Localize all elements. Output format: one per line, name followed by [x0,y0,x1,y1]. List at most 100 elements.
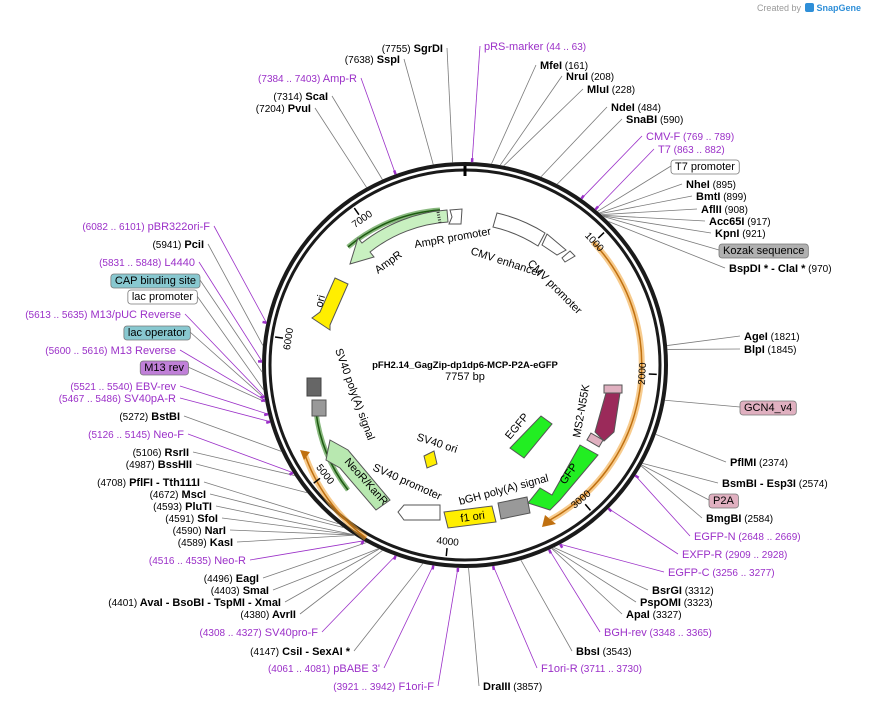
label-kozak: Kozak sequence [723,245,804,257]
ms2-small-box [604,385,622,393]
leader-line-aflii [601,209,697,215]
tick-mark-3000 [585,504,590,510]
label-mlui: MluI (228) [587,84,635,96]
leader-line-mlui [504,89,583,166]
credit-brand: SnapGene [816,3,861,13]
label-pflmi-name: PflMI [730,457,756,469]
label-aflii-name: AflII [701,204,722,216]
label-rsrii: (5106) RsrII [133,447,189,459]
label-prs-marker-post: (44 .. 63) [543,42,586,53]
label-p2a: P2A [713,495,734,507]
label-lac-operator-name: lac operator [128,327,186,339]
label-bbsi-name: BbsI [576,646,600,658]
leader-line-snabi [557,119,622,184]
label-draiii: DraIII (3857) [483,681,542,693]
leader-line-sgrdi [447,48,453,162]
label-pflfi-name: PflFI - Tth111I [126,477,200,489]
primer-mark-egfp-n [635,476,638,478]
label-pluti-name: PluTI [182,501,212,513]
label-t7-promoter-name: T7 promoter [675,161,735,173]
label-bsrgi-name: BsrGI [652,585,682,597]
label-m13rev: M13 rev [144,362,184,374]
label-cap: CAP binding site [115,275,196,287]
label-m13-reverse-name: M13 Reverse [108,345,176,357]
label-neo-r-pre: (4516 .. 4535) [149,556,211,567]
ampr-promoter-arrow [449,209,462,224]
leader-line-lac-operator [190,332,265,399]
label-pluti-pre: (4593) [153,502,182,513]
label-ebv-rev-pre: (5521 .. 5540) [70,382,132,393]
label-kasi-pre: (4589) [178,538,207,549]
label-pvui-name: PvuI [285,103,311,115]
primer-mark-t7 [595,206,598,209]
leader-line-apai [552,549,622,614]
label-blpi: BlpI (1845) [744,344,796,356]
label-agei: AgeI (1821) [744,331,800,343]
label-scai-name: ScaI [302,91,328,103]
label-nrui-name: NruI [566,71,588,83]
label-rsrii-pre: (5106) [133,448,162,459]
primer-mark-cmv-f [581,195,583,198]
primer-mark-sv40pro-f [394,556,395,560]
leader-line-pcii [208,244,263,346]
label-pbabe3-name: pBABE 3' [330,663,380,675]
label-bspdi-post: (970) [805,264,831,275]
label-cap-name: CAP binding site [115,275,196,287]
leader-line-f1ori-r [493,566,537,668]
label-avai-name: AvaI - BsoBI - TspMI - XmaI [137,597,281,609]
label-gcn4-name: GCN4_v4 [744,402,792,414]
leader-line-kasi [237,535,354,542]
label-f1ori-r-name: F1ori-R [541,663,578,675]
label-t7-promoter: T7 promoter [675,161,735,173]
label-eagi: (4496) EagI [204,573,259,585]
label-ebv-rev: (5521 .. 5540) EBV-rev [70,381,176,393]
kozak-arrow [562,251,575,262]
primer-mark-sv40pa-r [266,422,270,423]
label-nrui-post: (208) [588,72,614,83]
label-avai: (4401) AvaI - BsoBI - TspMI - XmaI [108,597,281,609]
leader-line-gcn4 [665,400,740,407]
label-exfp-r-post: (2909 .. 2928) [722,550,787,561]
label-bmti: BmtI (899) [696,191,747,203]
label-kasi: (4589) KasI [178,537,233,549]
label-bmgbi-name: BmgBI [706,513,741,525]
primer-mark-f1ori-r [493,566,494,570]
label-neo-f: (5126 .. 5145) Neo-F [88,429,184,441]
label-pvui: (7204) PvuI [256,103,311,115]
label-csii-name: CsiI - SexAI * [279,646,351,658]
label-aflii: AflII (908) [701,204,748,216]
leader-line-rsrii [193,452,295,476]
label-acc65i-name: Acc65I [709,216,744,228]
label-egfp-c-post: (3256 .. 3277) [710,568,775,579]
label-lac-promoter: lac promoter [132,291,193,303]
label-f1ori-f-name: F1ori-F [396,681,435,693]
label-bspdi: BspDI * - ClaI * (970) [729,263,832,275]
label-bsshii: (4987) BssHII [126,459,192,471]
label-msci-name: MscI [178,489,206,501]
label-egfp-n: EGFP-N (2648 .. 2669) [694,531,801,543]
label-m13puc: (5613 .. 5635) M13/pUC Reverse [25,309,181,321]
label-pluti: (4593) PluTI [153,501,212,513]
label-ebv-rev-name: EBV-rev [133,381,177,393]
label-bmti-post: (899) [720,192,746,203]
tick-mark-6000 [275,337,283,338]
label-cmv-f-name: CMV-F [646,131,681,143]
label-bspdi-name: BspDI * - ClaI * [729,263,806,275]
label-sv40pa-r-name: SV40pA-R [121,393,176,405]
label-m13rev-name: M13 rev [144,362,184,374]
label-kasi-name: KasI [207,537,233,549]
label-sspi: (7638) SspI [345,54,400,66]
plasmid-length: 7757 bp [445,371,485,383]
label-exfp-r-name: EXFP-R [682,549,722,561]
label-rsrii-name: RsrII [161,447,189,459]
label-nrui: NruI (208) [566,71,614,83]
label-sv40pro-f-pre: (4308 .. 4327) [199,628,261,639]
leader-line-pvui [315,108,367,187]
label-sfoi-pre: (4591) [165,514,194,525]
label-sv40pro-f: (4308 .. 4327) SV40pro-F [199,627,318,639]
label-kozak-name: Kozak sequence [723,245,804,257]
plasmid-name: pFH2.14_GagZip-dp1dp6-MCP-P2A-eGFP [372,360,558,371]
leader-line-pflmi [656,434,726,462]
label-pbabe3-pre: (4061 .. 4081) [268,664,330,675]
